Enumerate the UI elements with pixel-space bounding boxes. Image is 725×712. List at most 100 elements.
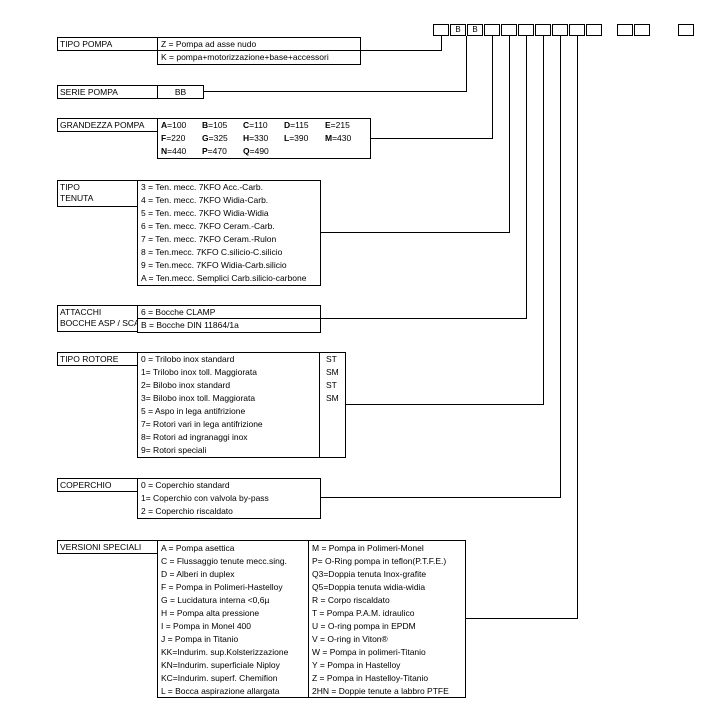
versioni-option: D = Alberi in duplex [161,569,235,579]
rotore-text: 5 = Aspo in lega antifrizione [141,406,246,416]
rotore-tag [319,405,326,418]
versioni-option: G = Lucidatura interna <0,6µ [161,595,270,605]
versioni-option: Y = Pompa in Hastelloy [312,660,401,670]
grandezza-cell: E=215 [325,120,350,130]
versioni-option: H = Pompa alta pressione [161,608,260,618]
grandezza-cell: M=430 [325,133,352,143]
versioni-option: C = Flussaggio tenute mecc.sing. [161,556,287,566]
grandezza-cell: D=115 [284,120,309,130]
versioni-right-column: M = Pompa in Polimeri-Monel P= O-Ring pom… [309,542,465,698]
code-box [535,24,551,36]
grandezza-pompa-label: GRANDEZZA POMPA [57,118,158,132]
versioni-option: U = O-ring pompa in EPDM [312,621,416,631]
code-box [501,24,517,36]
versioni-option: L = Bocca aspirazione allargata [161,686,280,696]
tipo-tenuta-option: 4 = Ten. mecc. 7KFO Widia-Carb. [141,195,269,205]
code-box-row-single [678,24,694,36]
rotore-text: 7= Rotori vari in lega antifrizione [141,419,263,429]
connector-coperchio-h [321,497,561,498]
connector-versioni-h [466,618,578,619]
versioni-option: P= O-Ring pompa in teflon(P.T.F.E.) [312,556,447,566]
tipo-rotore-options: 0 = Trilobo inox standard ST 1= Trilobo … [137,352,346,458]
grandezza-cell: G=325 [202,133,228,143]
tipo-tenuta-option: 9 = Ten.mecc. 7KFO Widia-Carb.silicio [141,260,287,270]
rotore-tag: SM [326,367,339,377]
tipo-rotore-option: 7= Rotori vari in lega antifrizione [138,418,345,431]
connector-tenuta-h [321,232,510,233]
connector-rotore-h [346,404,544,405]
versioni-option: W = Pompa in polimeri-Titanio [312,647,426,657]
connector-versioni-v [577,36,578,619]
connector-serie-pompa-h [204,91,467,92]
code-box-row-pair [617,24,650,36]
connector-coperchio-v [560,36,561,498]
tipo-rotore-list: 0 = Trilobo inox standard ST 1= Trilobo … [138,353,345,457]
tipo-tenuta-option: 3 = Ten. mecc. 7KFO Acc.-Carb. [141,182,263,192]
versioni-option: KK=Indurim. sup.Kolsterizzazione [161,647,289,657]
connector-attacchi-h [321,318,527,319]
rotore-text: 2= Bilobo inox standard [141,380,231,390]
tipo-tenuta-label-line1: TIPO [60,182,80,192]
attacchi-option: B = Bocche DIN 11864/1a [141,320,239,330]
serie-pompa-label: SERIE POMPA [57,85,158,99]
code-box [678,24,694,36]
code-box [569,24,585,36]
connector-tipo-pompa-h [361,50,442,51]
coperchio-option: 1= Coperchio con valvola by-pass [141,493,269,503]
tipo-rotore-option: 0 = Trilobo inox standard ST [138,353,345,366]
versioni-option: Z = Pompa in Hastelloy-Titanio [312,673,429,683]
code-box [586,24,602,36]
tipo-pompa-options: Z = Pompa ad asse nudo K = pompa+motoriz… [157,37,361,65]
connector-tenuta-v [509,36,510,233]
rotore-text: 9= Rotori speciali [141,445,207,455]
grandezza-row: F=220 G=325 H=330 L=390 M=430 [158,132,370,145]
tipo-pompa-label: TIPO POMPA [57,37,158,51]
connector-serie-pompa-v [466,36,467,92]
rotore-text: 0 = Trilobo inox standard [141,354,235,364]
connector-grandezza-v [492,36,493,139]
connector-attacchi-v [526,36,527,319]
rotore-column-divider [319,353,320,457]
attacchi-label-line2: BOCCHE ASP / SCAR. [60,318,137,328]
tipo-rotore-label: TIPO ROTORE [57,352,138,366]
grandezza-cell: N=440 [161,146,187,156]
grandezza-cell: C=110 [243,120,268,130]
grandezza-cell: L=390 [284,133,309,143]
tipo-rotore-option: 5 = Aspo in lega antifrizione [138,405,345,418]
grandezza-cell: F=220 [161,133,186,143]
code-box [484,24,500,36]
code-box [617,24,633,36]
tipo-tenuta-option: 8 = Ten.mecc. 7KFO C.silicio-C.silicio [141,247,283,257]
rotore-tag: ST [326,380,337,390]
tipo-rotore-option: 2= Bilobo inox standard ST [138,379,345,392]
rotore-tag [319,444,326,457]
rotore-text: 3= Bilobo inox toll. Maggiorata [141,393,256,403]
versioni-option: M = Pompa in Polimeri-Monel [312,543,424,553]
tipo-tenuta-options: 3 = Ten. mecc. 7KFO Acc.-Carb. 4 = Ten. m… [137,180,321,286]
versioni-option: Q3=Doppia tenuta Inox-grafite [312,569,427,579]
tipo-tenuta-label-line2: TENUTA [60,193,94,203]
versioni-option: V = O-ring in Viton® [312,634,388,644]
coperchio-label: COPERCHIO [57,478,138,492]
rotore-tag [319,418,326,431]
tipo-rotore-option: 1= Trilobo inox toll. Maggiorata SM [138,366,345,379]
grandezza-cell: B=105 [202,120,228,130]
grandezza-cell: Q=490 [243,146,269,156]
tipo-tenuta-option: 6 = Ten. mecc. 7KFO Ceram.-Carb. [141,221,275,231]
connector-rotore-v [543,36,544,405]
rotore-text: 8= Rotori ad ingranaggi inox [141,432,248,442]
versioni-option: J = Pompa in Titanio [161,634,239,644]
connector-grandezza-h [371,138,493,139]
grandezza-cell: H=330 [243,133,269,143]
versioni-column-divider [308,541,309,697]
attacchi-options: 6 = Bocche CLAMP B = Bocche DIN 11864/1a [137,305,321,333]
code-box [634,24,650,36]
tipo-rotore-option: 9= Rotori speciali [138,444,345,457]
attacchi-label: ATTACCHI BOCCHE ASP / SCAR. [57,305,138,332]
versioni-option: I = Pompa in Monel 400 [161,621,252,631]
tipo-pompa-option: Z = Pompa ad asse nudo [158,38,360,51]
